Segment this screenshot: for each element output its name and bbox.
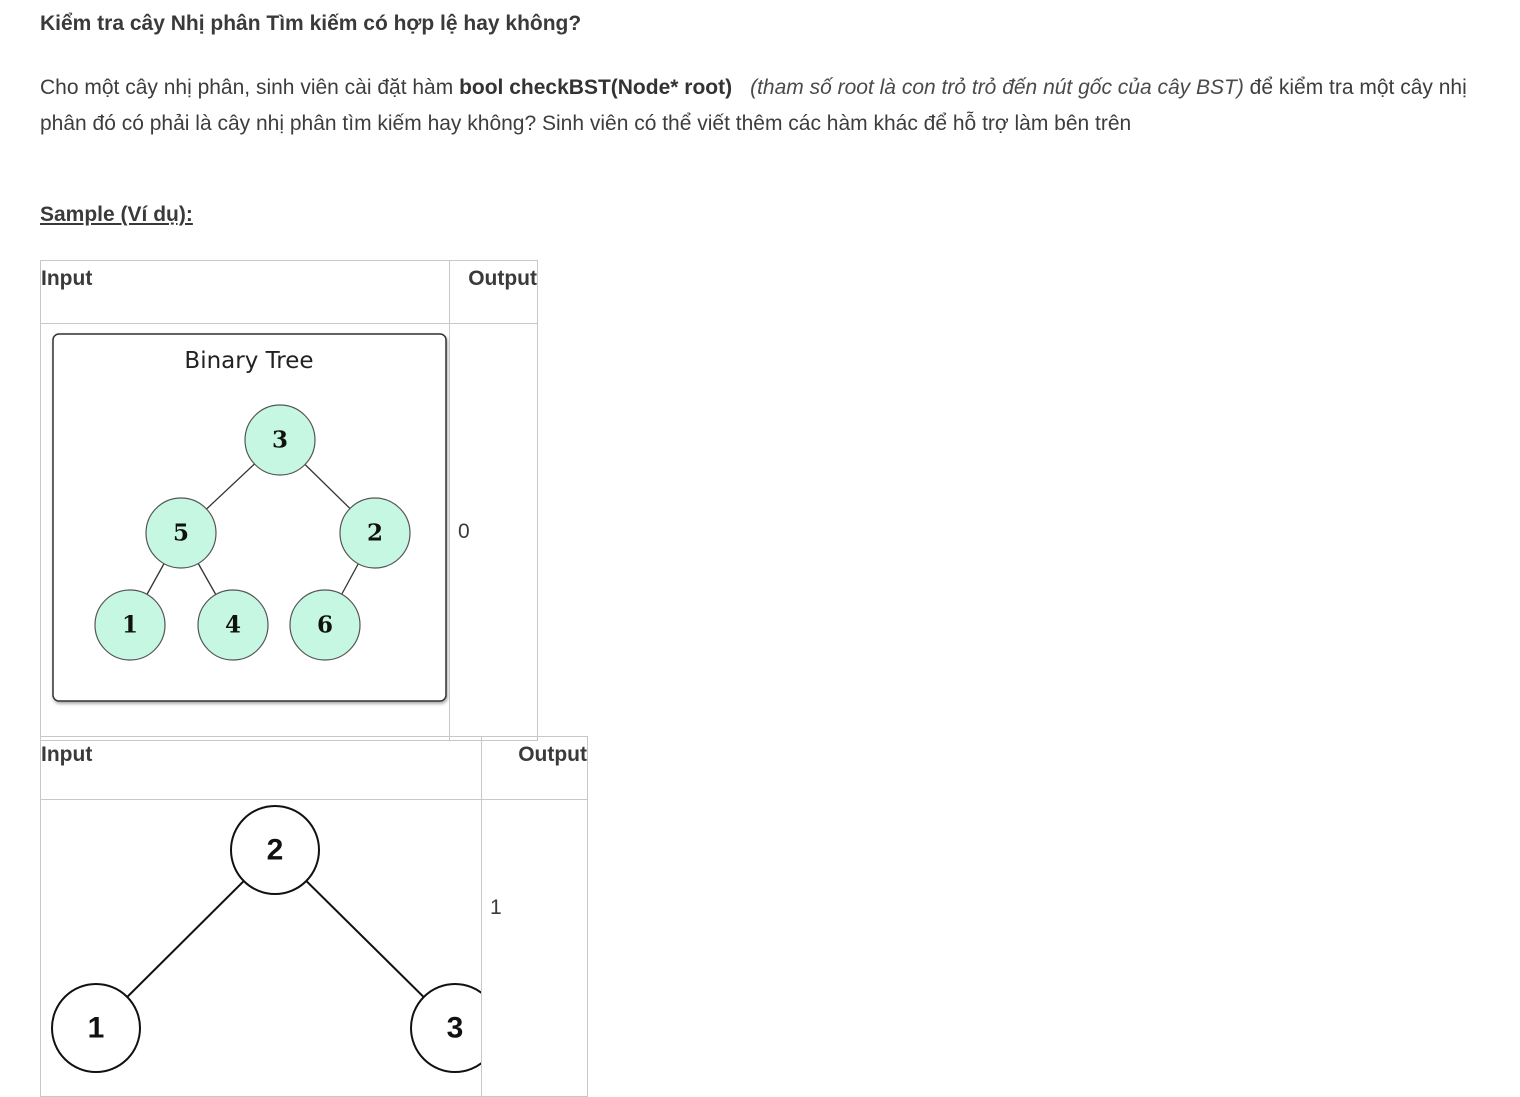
input-cell: 2 1 3 xyxy=(40,799,500,1097)
node-label: 2 xyxy=(267,834,284,867)
tree-node xyxy=(339,497,411,569)
output-cell: 0 xyxy=(449,323,538,741)
input-header: Input xyxy=(40,260,450,324)
binary-tree-diagram: Binary Tree xyxy=(52,333,447,702)
output-cell: 1 xyxy=(481,799,588,1097)
description-intro: Cho một cây nhị phân, sinh viên cài đặt … xyxy=(40,76,460,99)
description-rest: để kiểm tra một cây nhị phân đó có phải … xyxy=(40,76,1467,135)
tree-node xyxy=(289,589,361,661)
node-label: 5 xyxy=(173,520,189,547)
param-note: (tham số root là con trỏ trỏ đến nút gốc… xyxy=(750,76,1244,99)
input-header: Input xyxy=(40,736,482,800)
input-cell: Binary Tree xyxy=(40,323,450,741)
tree-node xyxy=(197,589,269,661)
output-header: Output xyxy=(481,736,588,800)
node-label: 3 xyxy=(272,427,288,454)
node-label: 6 xyxy=(317,612,333,639)
node-label: 4 xyxy=(225,612,241,639)
output-header: Output xyxy=(449,260,538,324)
output-value: 0 xyxy=(458,520,470,543)
node-label: 3 xyxy=(447,1012,464,1045)
sample-table-1: Input Output Binary Tree xyxy=(40,260,538,741)
tree-node xyxy=(230,805,320,895)
binary-tree-diagram: 2 1 3 xyxy=(51,805,500,1073)
function-signature: bool checkBST(Node* root) xyxy=(459,76,733,99)
output-value: 1 xyxy=(490,896,502,919)
problem-title: Kiểm tra cây Nhị phân Tìm kiếm có hợp lệ… xyxy=(40,12,582,35)
tree-node xyxy=(94,589,166,661)
diagram-title: Binary Tree xyxy=(184,348,313,374)
node-label: 1 xyxy=(88,1012,105,1045)
tree-node xyxy=(145,497,217,569)
node-label: 2 xyxy=(367,520,383,547)
sample-table-2: Input Output 2 1 xyxy=(40,736,588,1097)
tree-node xyxy=(51,983,141,1073)
node-label: 1 xyxy=(122,612,138,639)
sample-heading: Sample (Ví dụ): xyxy=(40,203,193,226)
tree-node xyxy=(244,404,316,476)
problem-description: Cho một cây nhị phân, sinh viên cài đặt … xyxy=(40,70,1500,142)
